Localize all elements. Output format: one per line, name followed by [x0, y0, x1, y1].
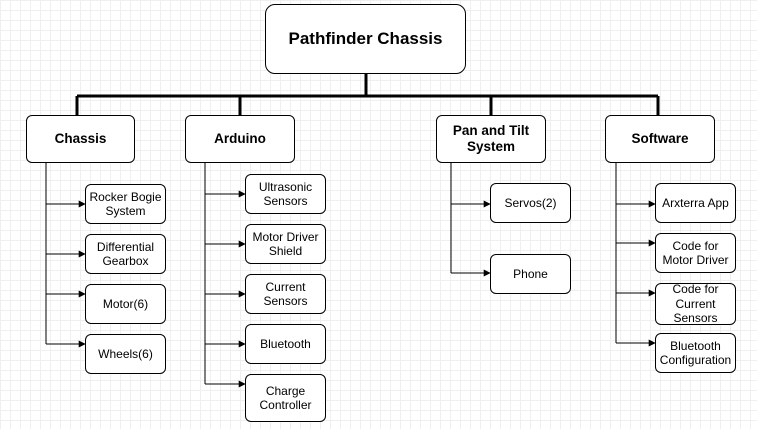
root-connector	[77, 74, 658, 98]
branch-node-pan-and-tilt-system[interactable]: Pan and Tilt System	[436, 115, 546, 163]
leaf-label: Rocker Bogie System	[89, 189, 162, 218]
leaf-node-phone[interactable]: Phone	[490, 254, 571, 294]
leaf-label: Charge Controller	[259, 383, 312, 412]
branch-label: Pan and Tilt System	[452, 122, 530, 154]
branch-node-chassis[interactable]: Chassis	[26, 115, 135, 163]
leaf-label: Servos(2)	[504, 195, 557, 210]
branch-node-arduino[interactable]: Arduino	[185, 115, 295, 163]
leaf-label: Bluetooth Configuration	[659, 338, 732, 367]
leaf-node-bluetooth-configuration[interactable]: Bluetooth Configuration	[655, 333, 736, 373]
leaf-node-code-for-current-sensors[interactable]: Code for Current Sensors	[655, 282, 736, 326]
leaf-label: Current Sensors	[263, 279, 308, 308]
leaf-label: Bluetooth	[260, 336, 311, 351]
leaf-label: Phone	[513, 266, 548, 281]
leaf-label: Motor Driver Shield	[252, 229, 319, 258]
leaf-node-motor-driver-shield[interactable]: Motor Driver Shield	[245, 224, 326, 264]
leaf-node-current-sensors[interactable]: Current Sensors	[245, 274, 326, 314]
leaf-label: Code for Current Sensors	[672, 282, 719, 326]
leaf-label: Motor(6)	[102, 296, 149, 311]
leaf-node-differential-gearbox[interactable]: Differential Gearbox	[85, 234, 166, 274]
branch-node-software[interactable]: Software	[605, 115, 715, 163]
leaf-node-arxterra-app[interactable]: Arxterra App	[655, 183, 736, 223]
leaf-node-rocker-bogie-system[interactable]: Rocker Bogie System	[85, 184, 166, 224]
leaf-node-ultrasonic-sensors[interactable]: Ultrasonic Sensors	[245, 174, 326, 214]
leaf-node-code-for-motor-driver[interactable]: Code for Motor Driver	[655, 233, 736, 273]
leaf-label: Code for Motor Driver	[662, 238, 729, 267]
leaf-node-charge-controller[interactable]: Charge Controller	[245, 374, 326, 422]
leaf-label: Ultrasonic Sensors	[258, 179, 313, 208]
branch-label: Software	[631, 130, 689, 146]
branch-label: Chassis	[54, 130, 107, 146]
leaf-node-bluetooth[interactable]: Bluetooth	[245, 324, 326, 364]
leaf-label: Differential Gearbox	[96, 239, 155, 268]
root-node[interactable]: Pathfinder Chassis	[265, 4, 466, 74]
leaf-node-motor[interactable]: Motor(6)	[85, 284, 166, 324]
leaf-node-servos[interactable]: Servos(2)	[490, 183, 571, 223]
leaf-label: Wheels(6)	[98, 346, 153, 361]
leaf-label: Arxterra App	[662, 195, 729, 210]
root-label: Pathfinder Chassis	[288, 28, 443, 48]
branch-label: Arduino	[214, 130, 266, 146]
leaf-node-wheels[interactable]: Wheels(6)	[85, 334, 166, 374]
